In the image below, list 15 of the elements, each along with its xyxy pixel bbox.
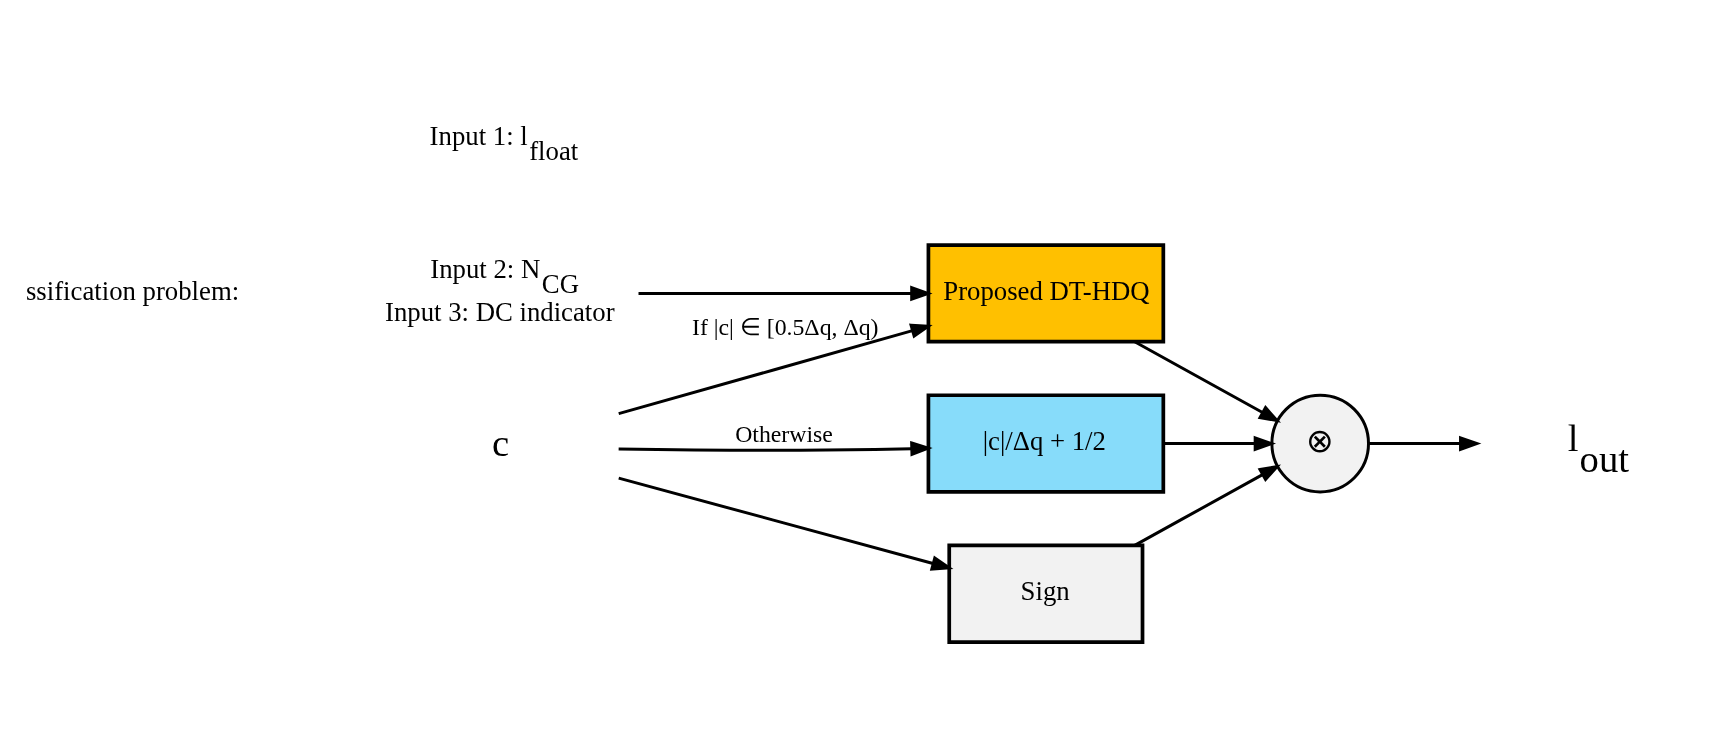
arrow: [618, 440, 933, 457]
label: ssification problem:: [25, 275, 240, 306]
arrow: [618, 476, 954, 571]
node-circle: ⊗: [1270, 393, 1370, 493]
arrow: [618, 323, 933, 415]
arrow: [1134, 463, 1281, 547]
edge-label: If |c| ∈ [0.5Δq, Δq): [692, 313, 879, 340]
arrow: [638, 285, 933, 301]
node-text: c: [492, 421, 510, 464]
node-box: |c|/Δq + 1/2: [926, 392, 1166, 494]
node-box: Proposed DT-HDQ: [926, 242, 1166, 344]
arrow: [1368, 435, 1482, 451]
node-box: Sign: [947, 543, 1145, 644]
arrow: [1163, 435, 1276, 451]
edge-label: Otherwise: [735, 420, 833, 447]
